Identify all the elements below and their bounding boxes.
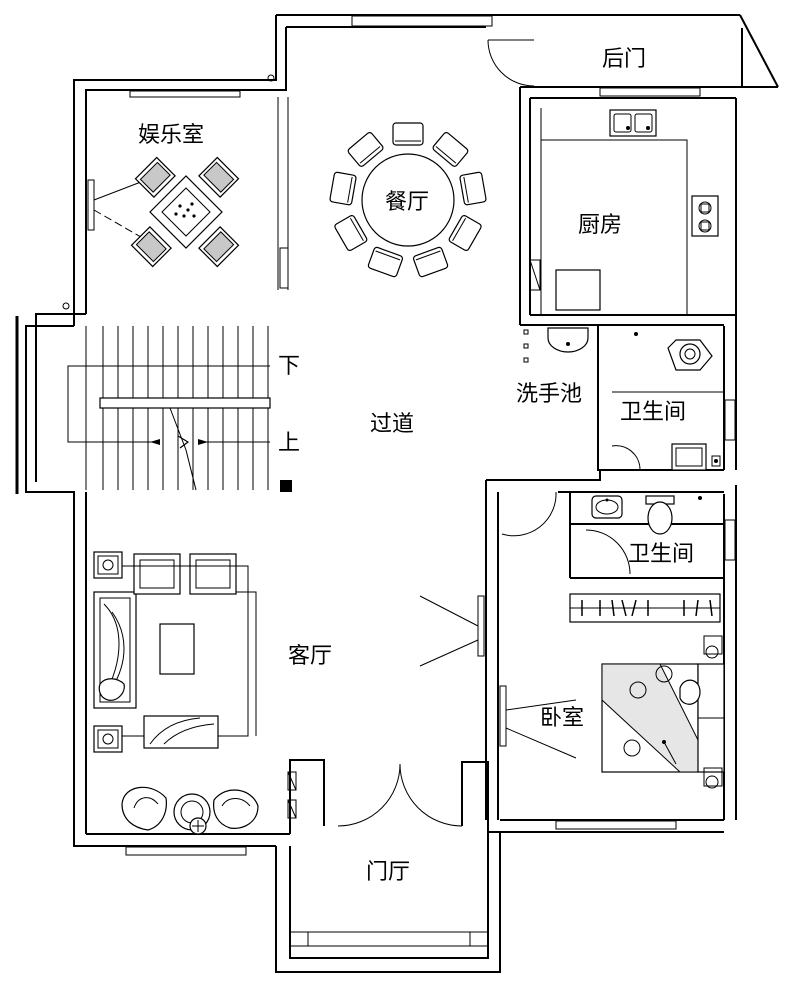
double-bed xyxy=(601,635,725,789)
room-label-foyer: 门厅 xyxy=(366,859,410,884)
wardrobe xyxy=(569,593,721,623)
interior-walls xyxy=(277,87,736,820)
room-label-back-door: 后门 xyxy=(602,46,646,71)
room-label-kitchen: 厨房 xyxy=(578,212,622,237)
room-label-entertainment: 娱乐室 xyxy=(138,122,204,147)
exterior-walls xyxy=(15,14,779,973)
room-label-washbasin: 洗手池 xyxy=(516,381,582,406)
room-label-bathroom-1: 卫生间 xyxy=(620,399,686,424)
mahjong-table xyxy=(93,156,240,268)
bathroom-2-fixtures xyxy=(591,495,702,535)
washer-fixture xyxy=(671,443,721,471)
washbasin-fixture xyxy=(523,327,589,363)
stair-label-up: 上 xyxy=(278,430,300,455)
living-room-furniture xyxy=(93,551,259,835)
room-label-bathroom-2: 卫生间 xyxy=(628,541,694,566)
room-label-bedroom: 卧室 xyxy=(540,705,584,730)
staircase xyxy=(67,326,292,492)
kitchen-fixtures xyxy=(555,109,719,311)
windows xyxy=(87,15,736,856)
doors xyxy=(62,39,641,827)
stair-label-down: 下 xyxy=(278,353,300,378)
room-label-living-room: 客厅 xyxy=(288,643,332,668)
room-label-dining: 餐厅 xyxy=(385,189,429,214)
room-labels: 娱乐室 餐厅 后门 厨房 下 上 过道 洗手池 卫生间 卫生间 客厅 卧室 门厅 xyxy=(138,46,694,884)
toilet-fixture-1 xyxy=(634,332,713,371)
dining-table xyxy=(329,122,487,278)
room-label-corridor: 过道 xyxy=(370,411,414,436)
